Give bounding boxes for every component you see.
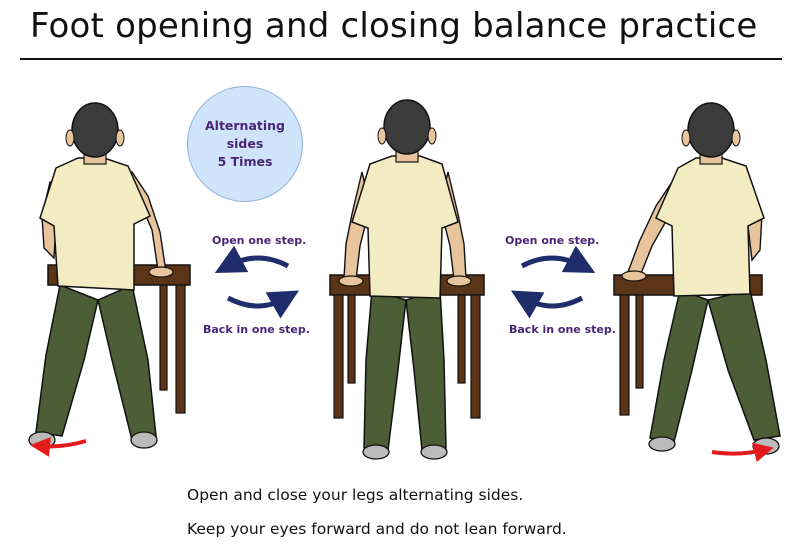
label-open-left: Open one step.: [212, 234, 307, 247]
instruction-2: Keep your eyes forward and do not lean f…: [187, 520, 567, 538]
foot-arrow-right: [711, 442, 774, 463]
badge-line-2: 5 Times: [217, 154, 273, 170]
person-left: [28, 102, 174, 449]
person-right: [621, 102, 781, 455]
figure-right: [613, 102, 781, 463]
title-divider: [20, 58, 782, 60]
label-back-right: Back in one step.: [509, 323, 616, 336]
figure-center: [329, 99, 485, 460]
foot-arrow-left: [30, 436, 87, 457]
arrow-back-left-icon: [510, 290, 584, 319]
arrows-left: [214, 245, 300, 319]
badge-line-1: Alternating sides: [204, 117, 286, 151]
label-back-left: Back in one step.: [203, 323, 310, 336]
arrow-open-right-icon: [520, 245, 596, 274]
arrow-back-right-icon: [226, 290, 300, 319]
arrow-open-left-icon: [214, 245, 290, 274]
person-center: [338, 99, 472, 460]
label-open-right: Open one step.: [505, 234, 600, 247]
page-title: Foot opening and closing balance practic…: [30, 6, 758, 46]
instruction-1: Open and close your legs alternating sid…: [187, 486, 524, 504]
repetition-badge: Alternating sides 5 Times: [187, 86, 303, 202]
arrows-right: [510, 245, 596, 319]
figure-left: [28, 102, 191, 457]
